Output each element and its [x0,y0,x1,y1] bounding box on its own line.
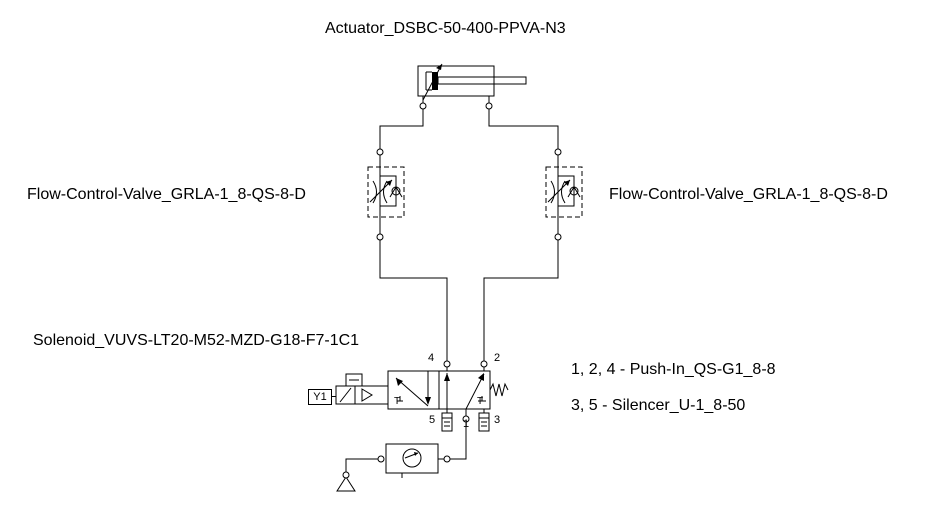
service-unit [377,443,451,478]
port-2-label: 2 [494,352,501,364]
solenoid-valve [335,360,509,423]
port-5-label: 5 [429,414,436,426]
port-1-label: 1 [463,418,470,430]
solenoid-tag-connector [331,396,336,397]
actuator-cylinder [417,63,527,110]
solenoid-tag-text: Y1 [313,391,327,403]
valve-tank-symbol-right: T [477,396,484,407]
silencer-port-5 [441,412,453,432]
solenoid-tag-y1: Y1 [308,389,332,405]
valve-tank-symbol-left: T [394,396,401,407]
flow-control-valve-left [367,148,405,241]
port-4-label: 4 [428,352,435,364]
solenoid-label: Solenoid_VUVS-LT20-M52-MZD-G18-F7-1C1 [33,332,360,349]
silencer-port-3 [478,412,490,432]
pressure-source [336,471,356,492]
actuator-label: Actuator_DSBC-50-400-PPVA-N3 [325,20,566,37]
flow-valve-right-label: Flow-Control-Valve_GRLA-1_8-QS-8-D [609,186,888,203]
flow-valve-left-label: Flow-Control-Valve_GRLA-1_8-QS-8-D [27,186,306,203]
port-3-label: 3 [494,414,501,426]
flow-control-valve-right [545,148,583,241]
pipework [345,109,559,475]
legend-silencer: 3, 5 - Silencer_U-1_8-50 [571,397,746,414]
legend-push-in: 1, 2, 4 - Push-In_QS-G1_8-8 [571,361,776,378]
